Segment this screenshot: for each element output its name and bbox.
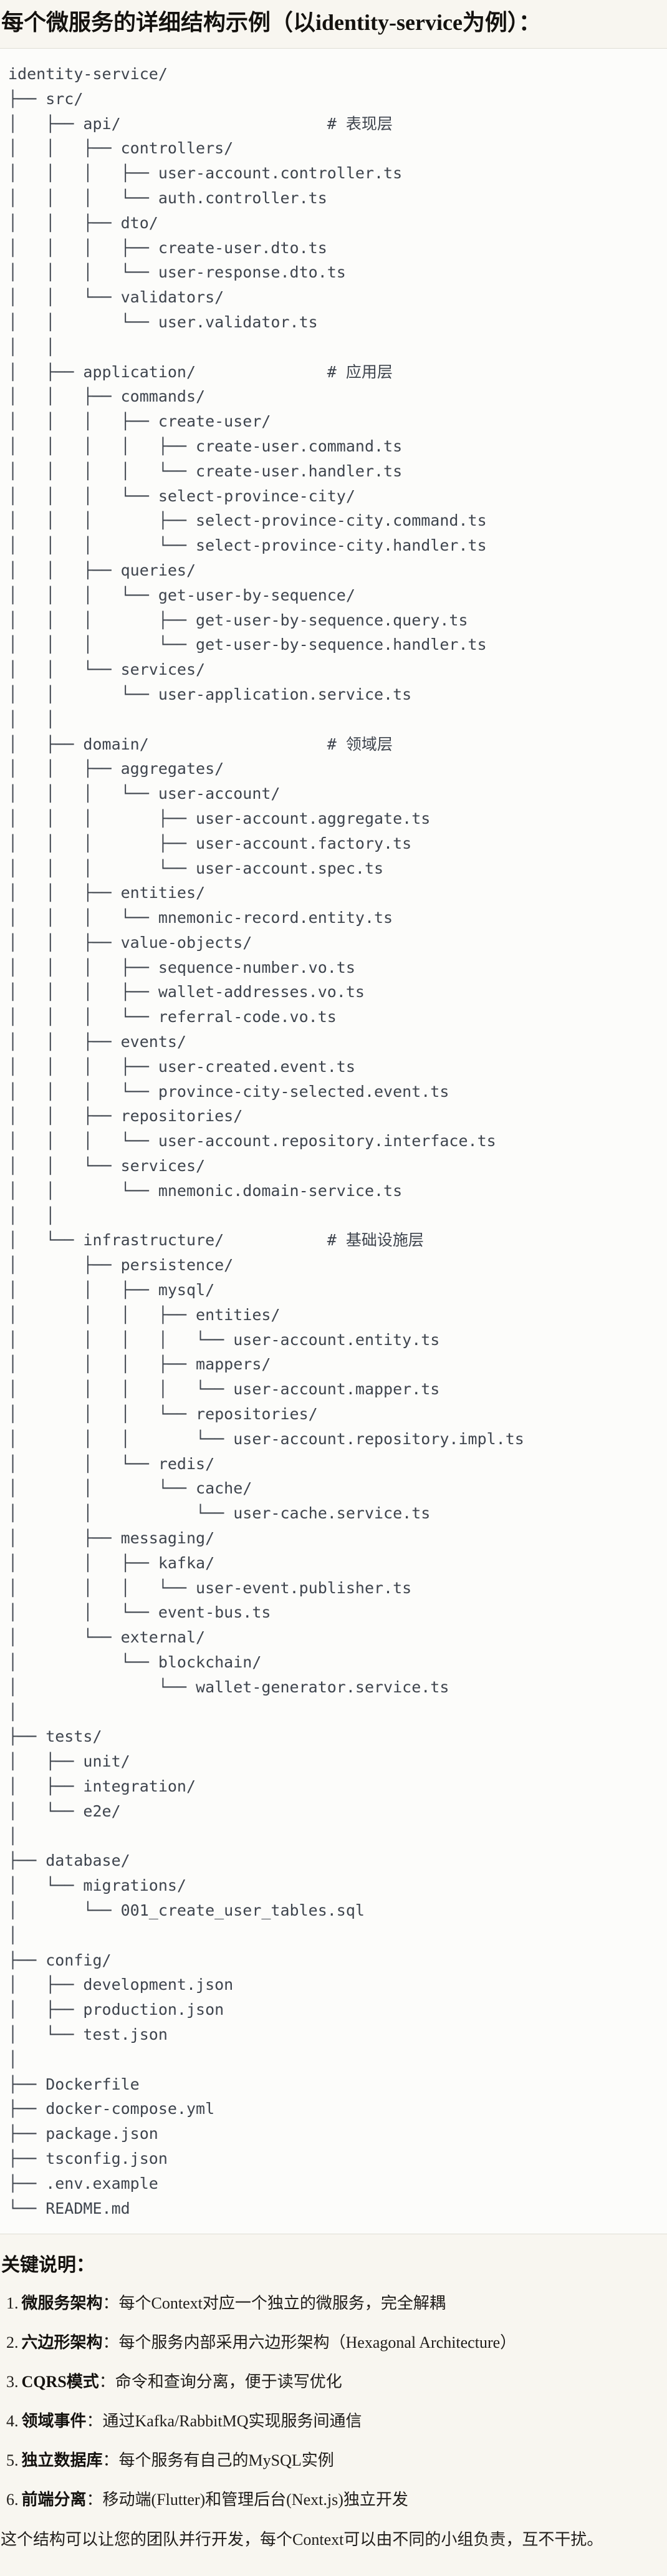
key-point-item: 4.领域事件：通过Kafka/RabbitMQ实现服务间通信 (6, 2411, 667, 2432)
page-title: 每个微服务的详细结构示例（以identity-service为例）： (1, 10, 541, 35)
key-point-item: 3.CQRS模式：命令和查询分离，便于读写优化 (6, 2371, 667, 2393)
item-number: 5. (6, 2451, 19, 2470)
item-term: 微服务架构 (21, 2294, 103, 2313)
item-separator: ： (86, 2491, 103, 2509)
key-point-item: 2.六边形架构：每个服务内部采用六边形架构（Hexagonal Architec… (6, 2332, 667, 2353)
item-number: 6. (6, 2491, 19, 2509)
closing-note: 这个结构可以让您的团队并行开发，每个Context可以由不同的小组负责，互不干扰… (1, 2530, 603, 2549)
item-description: 每个服务内部采用六边形架构（Hexagonal Architecture） (118, 2333, 517, 2352)
item-term: CQRS模式 (21, 2373, 99, 2391)
item-number: 1. (6, 2294, 19, 2313)
key-point-item: 1.微服务架构：每个Context对应一个独立的微服务，完全解耦 (6, 2293, 667, 2314)
code-block: identity-service/ ├── src/ │ ├── api/ # … (0, 48, 667, 2235)
item-number: 3. (6, 2373, 19, 2391)
item-number: 4. (6, 2412, 19, 2431)
item-term: 六边形架构 (21, 2333, 103, 2352)
item-description: 命令和查询分离，便于读写优化 (115, 2373, 342, 2391)
item-separator: ： (102, 2294, 119, 2313)
item-term: 领域事件 (21, 2412, 87, 2431)
item-term: 前端分离 (21, 2491, 87, 2509)
item-term: 独立数据库 (21, 2451, 103, 2470)
item-description: 移动端(Flutter)和管理后台(Next.js)独立开发 (102, 2491, 408, 2509)
key-points-heading: 关键说明： (1, 2255, 95, 2276)
item-description: 每个Context对应一个独立的微服务，完全解耦 (118, 2294, 446, 2313)
directory-tree: identity-service/ ├── src/ │ ├── api/ # … (8, 65, 524, 2217)
key-point-item: 6.前端分离：移动端(Flutter)和管理后台(Next.js)独立开发 (6, 2489, 667, 2511)
item-description: 每个服务有自己的MySQL实例 (118, 2451, 334, 2470)
key-points-list: 1.微服务架构：每个Context对应一个独立的微服务，完全解耦 2.六边形架构… (0, 2293, 667, 2511)
item-separator: ： (102, 2451, 119, 2470)
item-separator: ： (98, 2373, 115, 2391)
item-separator: ： (102, 2333, 119, 2352)
item-number: 2. (6, 2333, 19, 2352)
key-point-item: 5.独立数据库：每个服务有自己的MySQL实例 (6, 2450, 667, 2471)
item-description: 通过Kafka/RabbitMQ实现服务间通信 (102, 2412, 362, 2431)
item-separator: ： (86, 2412, 103, 2431)
page: 每个微服务的详细结构示例（以identity-service为例）： ident… (0, 9, 667, 2550)
